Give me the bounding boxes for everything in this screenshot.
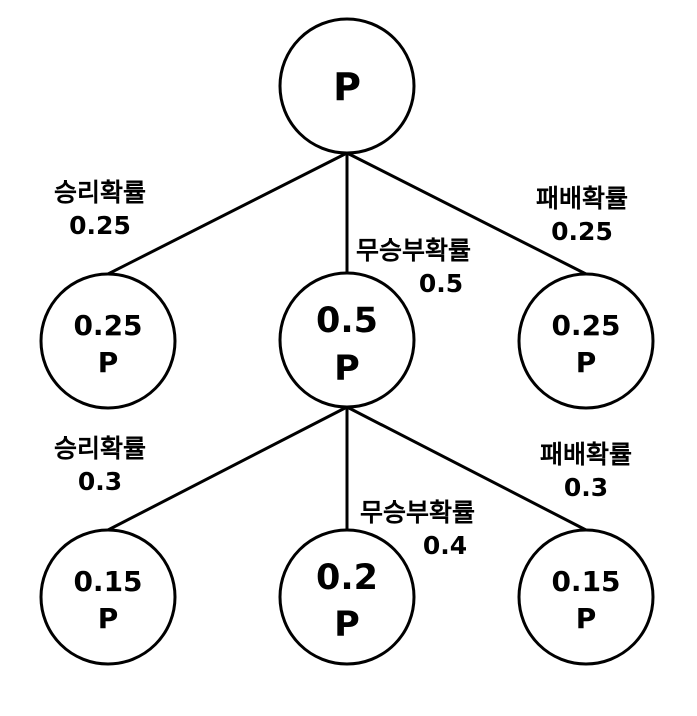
node-draw-win-label: P (98, 602, 119, 635)
edge-mid-win (107, 405, 348, 532)
node-draw-label: P (334, 349, 360, 389)
edge-label-win-2: 승리확률 0.3 (30, 432, 170, 498)
node-lose-label: P (576, 346, 597, 379)
edge-label-lose-1-name: 패배확률 (535, 184, 628, 213)
edge-root-lose (346, 151, 587, 276)
node-draw-draw-label: P (334, 605, 360, 645)
node-draw: 0.5 P (278, 271, 416, 409)
node-lose: 0.25 P (517, 272, 655, 410)
edge-label-lose-2: 패배확률 0.3 (516, 438, 656, 504)
edge-label-win-1: 승리확률 0.25 (30, 176, 170, 242)
edge-label-win-1-prob: 0.25 (69, 211, 131, 240)
node-draw-win-value: 0.15 (73, 565, 142, 598)
edge-label-lose-2-name: 패배확률 (539, 440, 632, 469)
edge-label-lose-2-prob: 0.3 (563, 473, 609, 502)
edge-label-lose-1: 패배확률 0.25 (512, 182, 652, 248)
node-draw-draw: 0.2 P (278, 528, 416, 666)
edge-label-draw-2: 무승부확률 0.4 (360, 496, 475, 562)
node-draw-draw-value: 0.2 (316, 558, 378, 598)
root-node-label: P (333, 65, 361, 109)
node-draw-lose-label: P (576, 602, 597, 635)
node-draw-lose-value: 0.15 (551, 565, 620, 598)
node-win-value: 0.25 (73, 309, 142, 342)
edge-label-win-2-prob: 0.3 (77, 467, 123, 496)
edge-label-draw-2-name: 무승부확률 (360, 498, 476, 527)
edge-label-draw-1-name: 무승부확률 (356, 236, 472, 265)
edge-label-lose-1-prob: 0.25 (551, 217, 613, 246)
node-lose-value: 0.25 (551, 309, 620, 342)
edge-mid-lose (346, 405, 587, 532)
node-draw-win: 0.15 P (39, 528, 177, 666)
edge-label-draw-1: 무승부확률 0.5 (356, 234, 471, 300)
edge-label-win-2-name: 승리확률 (53, 434, 146, 463)
node-draw-lose: 0.15 P (517, 528, 655, 666)
node-draw-value: 0.5 (316, 301, 378, 341)
edge-label-draw-1-prob: 0.5 (418, 269, 464, 298)
node-win-label: P (98, 346, 119, 379)
node-win: 0.25 P (39, 272, 177, 410)
edge-label-draw-2-prob: 0.4 (422, 531, 468, 560)
root-node: P (278, 17, 416, 155)
edge-root-win (107, 151, 348, 276)
edge-label-win-1-name: 승리확률 (53, 178, 146, 207)
